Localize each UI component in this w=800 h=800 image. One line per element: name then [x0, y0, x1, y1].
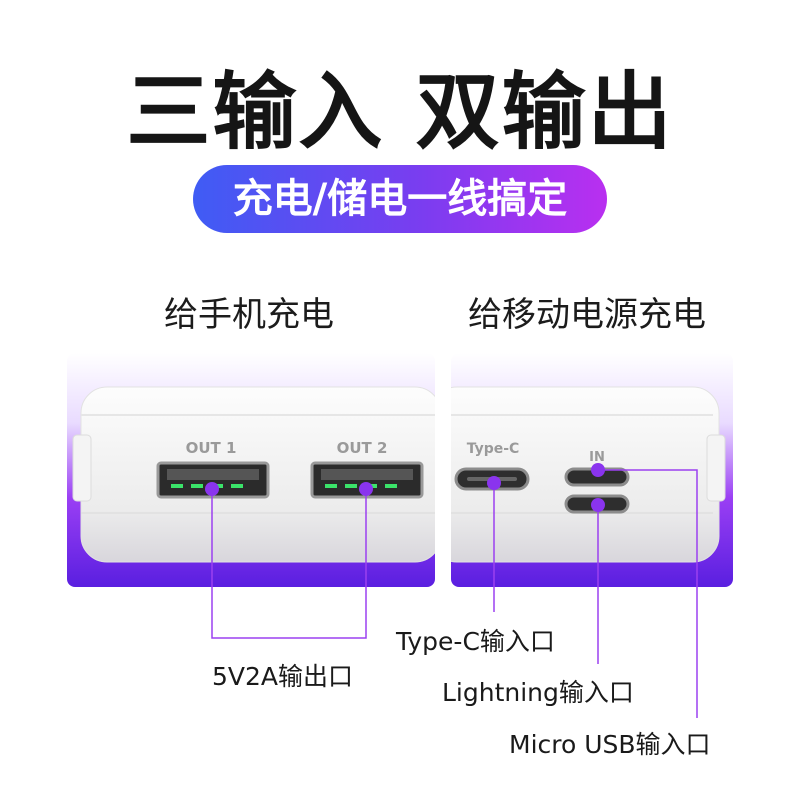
- output-callout-label: 5V2A输出口: [212, 662, 354, 691]
- output-panel: OUT 1 OUT 2: [67, 353, 435, 587]
- left-caption: 给手机充电: [164, 295, 334, 335]
- typec-input-label: Type-C输入口: [396, 627, 555, 656]
- output-callout-line: [211, 489, 367, 639]
- out1-label: OUT 1: [186, 439, 237, 457]
- micro-usb-callout-line: [598, 469, 698, 718]
- micro-usb-input-label: Micro USB输入口: [509, 730, 711, 759]
- page-title: 三输入 双输出: [126, 63, 674, 161]
- typec-label: Type-C: [467, 441, 520, 457]
- power-bank-output-side: OUT 1 OUT 2: [72, 386, 435, 563]
- in-label: IN: [589, 450, 605, 465]
- lightning-input-label: Lightning输入口: [442, 678, 634, 707]
- out2-label: OUT 2: [337, 439, 388, 457]
- right-caption: 给移动电源充电: [468, 295, 706, 335]
- usb-port-1: [156, 461, 270, 499]
- banner: 充电/储电一线搞定: [193, 165, 607, 233]
